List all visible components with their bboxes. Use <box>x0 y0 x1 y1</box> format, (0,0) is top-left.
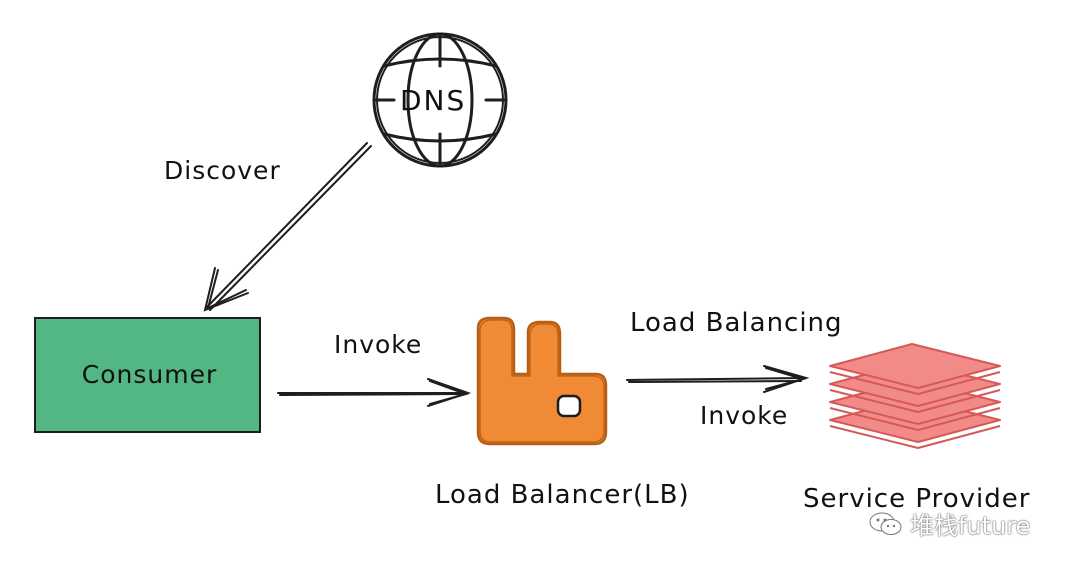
watermark-text: 堆栈future <box>910 512 1031 540</box>
invoke-label-lb-provider: Invoke <box>700 401 789 430</box>
invoke-label-consumer-lb: Invoke <box>334 330 423 359</box>
watermark: 堆栈future <box>868 506 1030 541</box>
load-balancer-icon <box>476 316 608 446</box>
service-provider-label: Service Provider <box>803 484 1031 514</box>
discover-label: Discover <box>164 156 281 185</box>
discover-arrow <box>203 142 372 312</box>
load-balancer-label: Load Balancer(LB) <box>435 480 690 510</box>
dns-globe-icon <box>372 32 508 168</box>
dns-label: DNS <box>400 84 467 117</box>
invoke-arrow-consumer-lb <box>277 378 472 407</box>
load-balancing-label: Load Balancing <box>630 308 843 338</box>
wechat-icon <box>869 512 902 535</box>
service-provider-stack-icon <box>829 343 1001 449</box>
consumer-node: Consumer <box>34 317 261 433</box>
invoke-arrow-lb-provider <box>626 365 810 393</box>
consumer-label: Consumer <box>81 360 218 389</box>
